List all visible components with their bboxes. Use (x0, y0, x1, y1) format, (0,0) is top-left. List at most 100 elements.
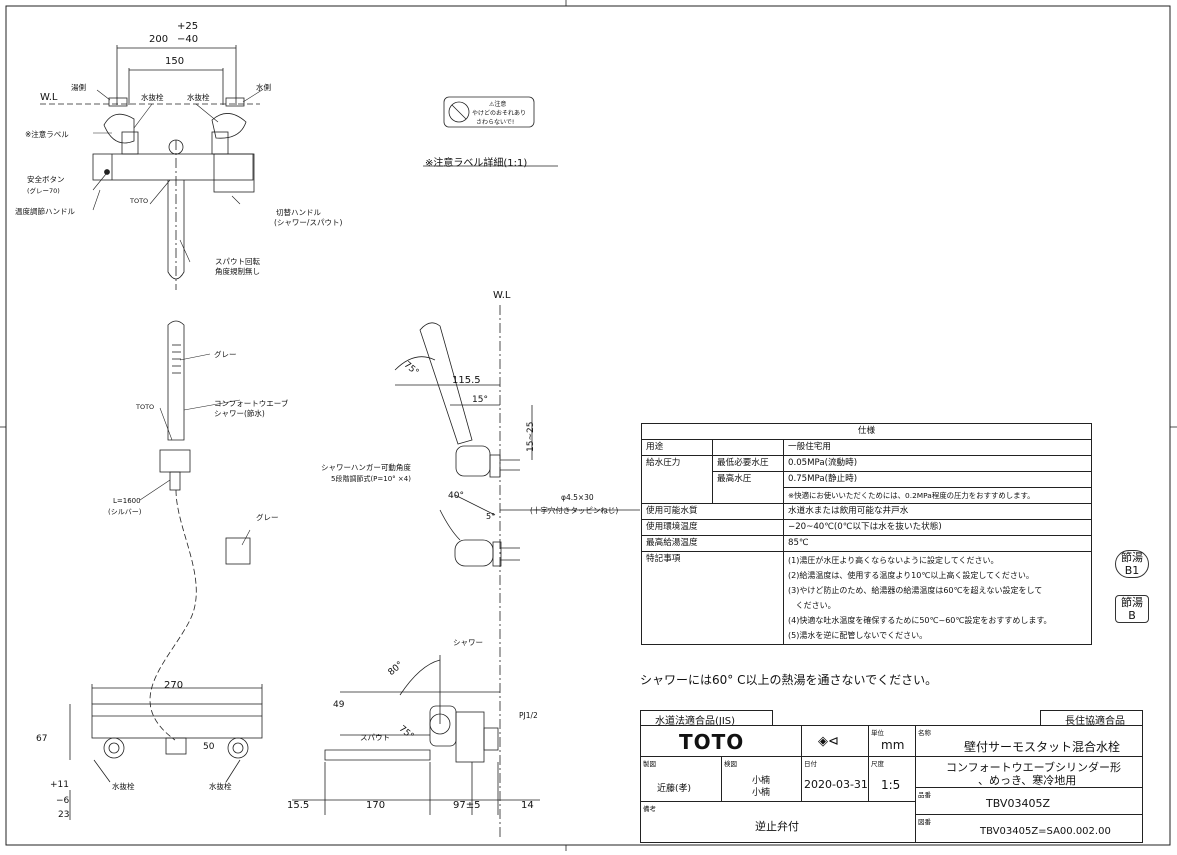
angle-40: 40° (448, 491, 464, 501)
subname-1: コンフォートウエーブシリンダー形 (946, 761, 1122, 774)
safety-button-color: (グレー70) (27, 187, 60, 195)
hanger-angle-title: シャワーハンガー可動角度 (321, 463, 411, 472)
date-cell: 日付 2020-03-31 (801, 756, 869, 802)
badge-bottom: B (1128, 609, 1136, 622)
angle-15: 15° (472, 395, 488, 405)
choju-label: 長住協適合品 (1065, 716, 1125, 727)
dim-49: 49 (333, 700, 345, 710)
spec-key: 用途 (641, 439, 713, 456)
dim-115-5: 115.5 (452, 375, 481, 386)
spec-value: 一般住宅用 (783, 439, 1092, 456)
scale-value: 1:5 (881, 778, 901, 792)
side-view (394, 305, 640, 840)
dim-width: 200 (149, 34, 169, 45)
shower-name: コンフォートウエーブ (214, 399, 289, 408)
cold-side-label: 水側 (256, 83, 271, 92)
screw-spec: φ4.5×30 (561, 493, 594, 502)
name-label: 名称 (918, 729, 931, 737)
front-view-leaders (92, 89, 263, 263)
dim-15-25: 15~25 (526, 421, 536, 452)
drain-plug-right-label: 水抜栓 (187, 93, 210, 102)
wl-label: W.L (40, 92, 58, 103)
dim-270: 270 (164, 680, 184, 691)
checked-value-2: 小楠 (752, 788, 771, 798)
shower-name-sub: シャワー(節水) (214, 409, 265, 418)
spec-key: 使用可能水質 (641, 503, 784, 520)
dim-170: 170 (366, 800, 386, 811)
spec-value: 85℃ (783, 535, 1092, 552)
dim-tol-plus: +25 (177, 21, 199, 32)
spout-rotation-sub: 角度規制無し (215, 267, 260, 276)
scale-cell: 尺度 1:5 (868, 756, 916, 802)
product-name: 壁付サーモスタット混合水栓 (964, 740, 1121, 754)
spec-key: 使用環境温度 (641, 519, 784, 536)
gray-label: グレー (214, 350, 237, 359)
spec-note: (3)やけど防止のため、給湯器の給湯温度は60℃を超えない設定をして (788, 586, 1043, 595)
drawing-number: TBV03405Z=SA00.002.00 (980, 826, 1111, 837)
subname-cell: コンフォートウエーブシリンダー形、めっき、寒冷地用 (915, 756, 1143, 788)
badge-top: 節湯 (1121, 596, 1143, 609)
spec-key: 給水圧力 (641, 455, 713, 504)
angle-5: 5° (486, 512, 496, 521)
caution-label-callout: ※注意ラベル (25, 130, 69, 139)
date-label: 日付 (804, 760, 817, 768)
spec-notes: (1)湯圧が水圧より高くならないように設定してください。 (2)給湯温度は、使用… (783, 551, 1092, 645)
date-value: 2020-03-31 (804, 778, 868, 791)
switch-handle-label: 切替ハンドル (276, 208, 321, 217)
spout-outlet-label: スパウト (360, 733, 390, 742)
spec-note: (5)湯水を逆に配管しないでください。 (788, 631, 928, 640)
dim-14: 14 (521, 800, 534, 811)
spec-key: 最高給湯温度 (641, 535, 784, 552)
remark-label: 備考 (643, 805, 656, 813)
name-cell: 名称壁付サーモスタット混合水栓 (915, 725, 1143, 757)
shower-outlet-label: シャワー (453, 638, 483, 647)
bottom-view (69, 684, 263, 820)
drawn-value: 近藤(孝) (657, 784, 692, 794)
dim-50: 50 (203, 742, 215, 752)
checked-cell: 検図小楠小楠 (721, 756, 802, 802)
brand-cell: TOTO (640, 725, 802, 757)
temp-handle-label: 温度調節ハンドル (15, 207, 75, 216)
safety-button-label: 安全ボタン (27, 175, 65, 184)
shower-head-view (149, 320, 251, 741)
spec-value: 水道水または飲用可能な井戸水 (783, 503, 1092, 520)
scale-label: 尺度 (871, 760, 884, 768)
part-label: 品番 (918, 791, 931, 799)
pipe-thread-label: PJ1/2 (519, 711, 538, 720)
spec-note: (2)給湯温度は、使用する温度より10℃以上高く設定してください。 (788, 571, 1034, 580)
spout-rotation-label: スパウト回転 (215, 257, 260, 266)
jis-tab: 水道法適合品(JIS) (640, 710, 773, 727)
caution-label-graphic (423, 96, 558, 167)
checked-value-1: 小楠 (752, 776, 771, 786)
caution-line2: さわらないで! (476, 119, 515, 126)
spec-value: 0.05MPa(流動時) (783, 455, 1092, 472)
spec-note: ください。 (788, 601, 836, 610)
brand-logo: TOTO (679, 730, 745, 754)
unit-value: mm (881, 738, 905, 752)
remark-value: 逆止弁付 (755, 820, 799, 833)
badge-bottom: B1 (1124, 564, 1140, 577)
projection-symbol: ◈⊲ (801, 725, 869, 757)
caution-line1: やけどのおそれあり (472, 110, 527, 117)
shower-toto-label: TOTO (136, 403, 155, 411)
checked-label: 検図 (724, 760, 737, 768)
remark-cell: 備考逆止弁付 (640, 801, 916, 843)
front-view (40, 45, 260, 290)
dim-150: 150 (165, 56, 185, 67)
part-number: TBV03405Z (986, 797, 1050, 810)
caution-detail-title: ※注意ラベル詳細(1:1) (425, 158, 528, 169)
spec-key2: 最低必要水圧 (712, 455, 784, 472)
setsuyu-b-badge: 節湯 B (1115, 595, 1149, 623)
hanger-angle-sub: 5段階調節式(P=10° ×4) (331, 475, 411, 483)
drawn-label: 製図 (643, 760, 656, 768)
spec-title: 仕様 (641, 423, 1092, 440)
drain-plug-left-label: 水抜栓 (141, 93, 164, 102)
drain-left-label: 水抜栓 (112, 782, 135, 791)
subname-2: 、めっき、寒冷地用 (978, 774, 1077, 787)
dim-minus-6: −6 (56, 796, 70, 806)
choju-tab: 長住協適合品 (1040, 710, 1143, 727)
hot-water-warning: シャワーには60° C以上の熱湯を通さないでください。 (640, 673, 938, 687)
